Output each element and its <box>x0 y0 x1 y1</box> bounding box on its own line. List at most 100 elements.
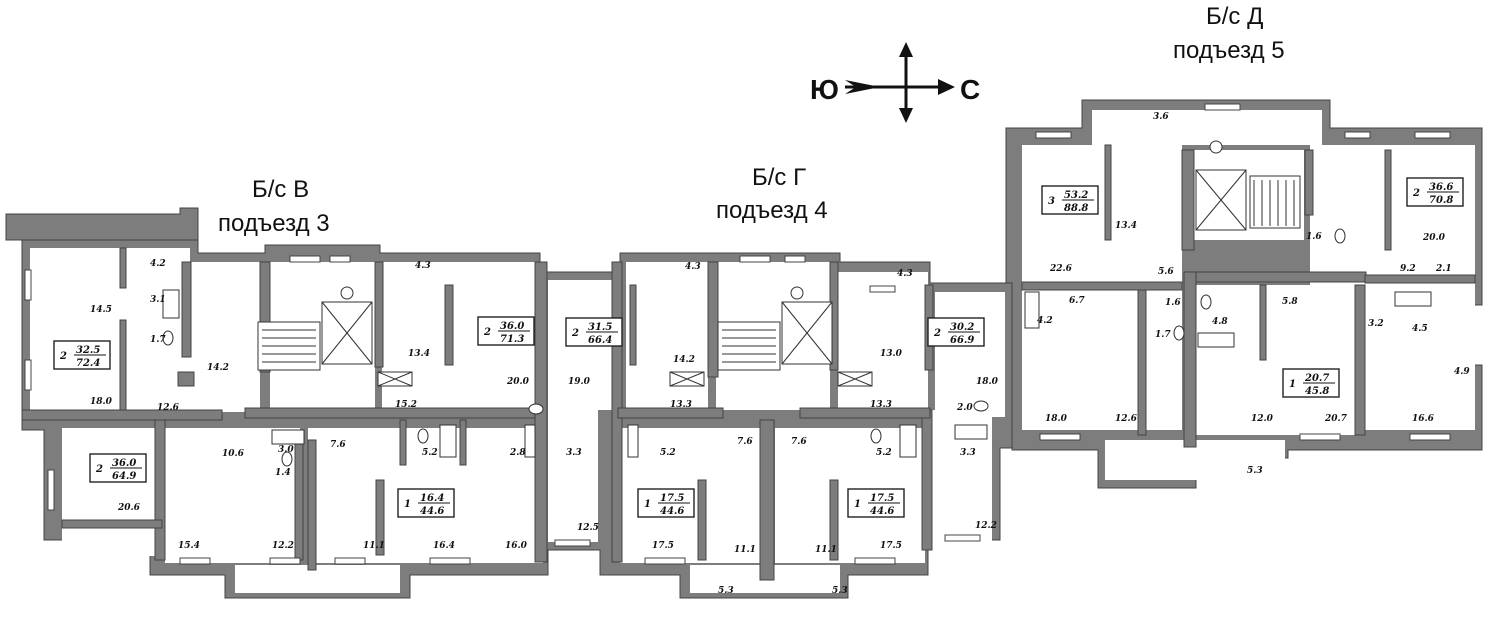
room-area-label: 16.4 <box>433 541 455 551</box>
apartment-living-area: 36.0 <box>500 321 524 332</box>
apartment-rooms: 1 <box>854 499 861 510</box>
apartment-total-area: 66.4 <box>588 335 612 346</box>
room-area-label: 5.3 <box>832 586 848 596</box>
apartment-living-area: 30.2 <box>950 322 974 333</box>
room-area-label: 15.2 <box>395 400 417 410</box>
apartment-living-area: 20.7 <box>1304 373 1329 384</box>
room-area-label: 3.2 <box>1368 319 1384 329</box>
apartment-total-area: 45.8 <box>1305 386 1329 397</box>
stairwell-g <box>669 286 873 387</box>
apartment-living-area: 31.5 <box>588 322 612 333</box>
room-area-label: 5.6 <box>1158 267 1174 277</box>
windows <box>24 103 1451 565</box>
apartment-tag: 236.670.8 <box>1406 177 1464 207</box>
apartment-rooms: 1 <box>1289 379 1296 390</box>
room-area-label: 1.7 <box>1155 330 1171 340</box>
room-area-label: 12.2 <box>975 521 997 531</box>
room-area-label: 7.6 <box>737 437 753 447</box>
room-area-label: 9.2 <box>1400 264 1416 274</box>
apartment-total-area: 71.3 <box>500 334 524 345</box>
room-area-label: 1.4 <box>275 468 291 478</box>
room-area-label: 13.4 <box>408 349 430 359</box>
room-area-label: 3.3 <box>566 448 582 458</box>
room-area-label: 2.0 <box>956 403 973 413</box>
apartment-rooms: 1 <box>404 499 411 510</box>
room-area-label: 17.5 <box>880 541 902 551</box>
room-area-label: 2.1 <box>1435 264 1452 274</box>
room-area-label: 11.1 <box>734 545 756 555</box>
stairwell-d <box>1195 140 1301 231</box>
apartment-rooms: 2 <box>933 328 941 339</box>
apartment-tag: 2 32.5 72.4 <box>53 340 111 370</box>
apartment-tag: 2 31.5 66.4 <box>565 317 623 347</box>
apartment-tag: 3 53.2 88.8 <box>1041 185 1099 215</box>
room-area-label: 20.6 <box>117 503 141 513</box>
room-area-label: 4.2 <box>150 259 166 269</box>
apartment-tags: 232.572.4236.064.9116.444.6236.071.3231.… <box>53 177 1464 518</box>
room-area-label: 1.7 <box>150 335 166 345</box>
room-area-label: 15.4 <box>178 541 200 551</box>
room-area-label: 18.0 <box>90 397 113 407</box>
apartment-tag: 2 36.0 71.3 <box>477 316 535 346</box>
room-area-label: 6.7 <box>1069 296 1085 306</box>
apartment-total-area: 44.6 <box>420 506 444 517</box>
apartment-rooms: 2 <box>59 351 67 362</box>
apartment-rooms: 2 <box>483 327 491 338</box>
room-area-label: 12.6 <box>157 403 180 413</box>
room-area-label: 5.3 <box>718 586 734 596</box>
apartment-total-area: 88.8 <box>1064 203 1088 214</box>
apartment-tag: 117.544.6 <box>637 488 695 518</box>
room-area-label: 12.5 <box>577 523 599 533</box>
section-label-d: Б/с Д подъезд 5 <box>1173 3 1285 64</box>
room-area-label: 16.0 <box>505 541 528 551</box>
room-area-label: 4.8 <box>1212 317 1228 327</box>
bathroom-fixtures <box>162 228 1432 467</box>
room-area-label: 20.0 <box>1422 233 1446 243</box>
room-area-label: 10.6 <box>222 449 245 459</box>
room-area-label: 13.0 <box>880 349 903 359</box>
apartment-rooms: 1 <box>644 499 651 510</box>
room-area-label: 4.3 <box>897 269 913 279</box>
room-area-label: 11.1 <box>363 541 385 551</box>
apartment-tag: 2 36.0 64.9 <box>89 453 147 483</box>
room-area-label: 13.3 <box>870 400 892 410</box>
room-area-label: 7.6 <box>791 437 807 447</box>
entrance-name: подъезд 4 <box>716 197 828 224</box>
room-area-label: 11.1 <box>815 545 837 555</box>
apartment-living-area: 16.4 <box>420 493 444 504</box>
room-area-label: 22.6 <box>1049 264 1073 274</box>
apartment-total-area: 72.4 <box>76 358 100 369</box>
apartment-tag: 1 16.4 44.6 <box>397 488 455 518</box>
apartment-rooms: 2 <box>1412 188 1420 199</box>
room-area-label: 19.0 <box>568 377 591 387</box>
room-area-labels: 4.214.53.11.714.218.012.64.313.415.210.6… <box>90 112 1470 596</box>
room-area-label: 18.0 <box>976 377 999 387</box>
section-name: Б/с Д <box>1206 3 1263 30</box>
stairwell-v <box>257 286 413 387</box>
compass: Ю С <box>810 42 980 123</box>
apartment-rooms: 2 <box>95 464 103 475</box>
room-area-label: 4.5 <box>1412 324 1428 334</box>
room-area-label: 3.1 <box>150 295 166 305</box>
room-area-label: 14.2 <box>207 363 229 373</box>
apartment-total-area: 44.6 <box>660 506 684 517</box>
apartment-living-area: 36.0 <box>112 458 136 469</box>
room-area-label: 12.2 <box>272 541 294 551</box>
room-area-label: 14.5 <box>90 305 112 315</box>
apartment-living-area: 32.5 <box>76 345 100 356</box>
room-area-label: 5.8 <box>1282 297 1298 307</box>
room-area-label: 4.3 <box>685 262 701 272</box>
apartment-total-area: 64.9 <box>112 471 136 482</box>
section-name: Б/с В <box>252 176 309 203</box>
room-area-label: 12.6 <box>1115 414 1138 424</box>
room-area-label: 5.2 <box>660 448 676 458</box>
section-name: Б/с Г <box>752 164 806 191</box>
apartment-living-area: 53.2 <box>1064 190 1088 201</box>
room-area-label: 3.6 <box>1153 112 1169 122</box>
room-area-label: 3.0 <box>278 445 294 455</box>
apartment-rooms: 3 <box>1048 196 1055 207</box>
entrance-name: подъезд 3 <box>218 210 330 237</box>
apartment-living-area: 36.6 <box>1429 182 1453 193</box>
apartment-rooms: 2 <box>571 328 579 339</box>
